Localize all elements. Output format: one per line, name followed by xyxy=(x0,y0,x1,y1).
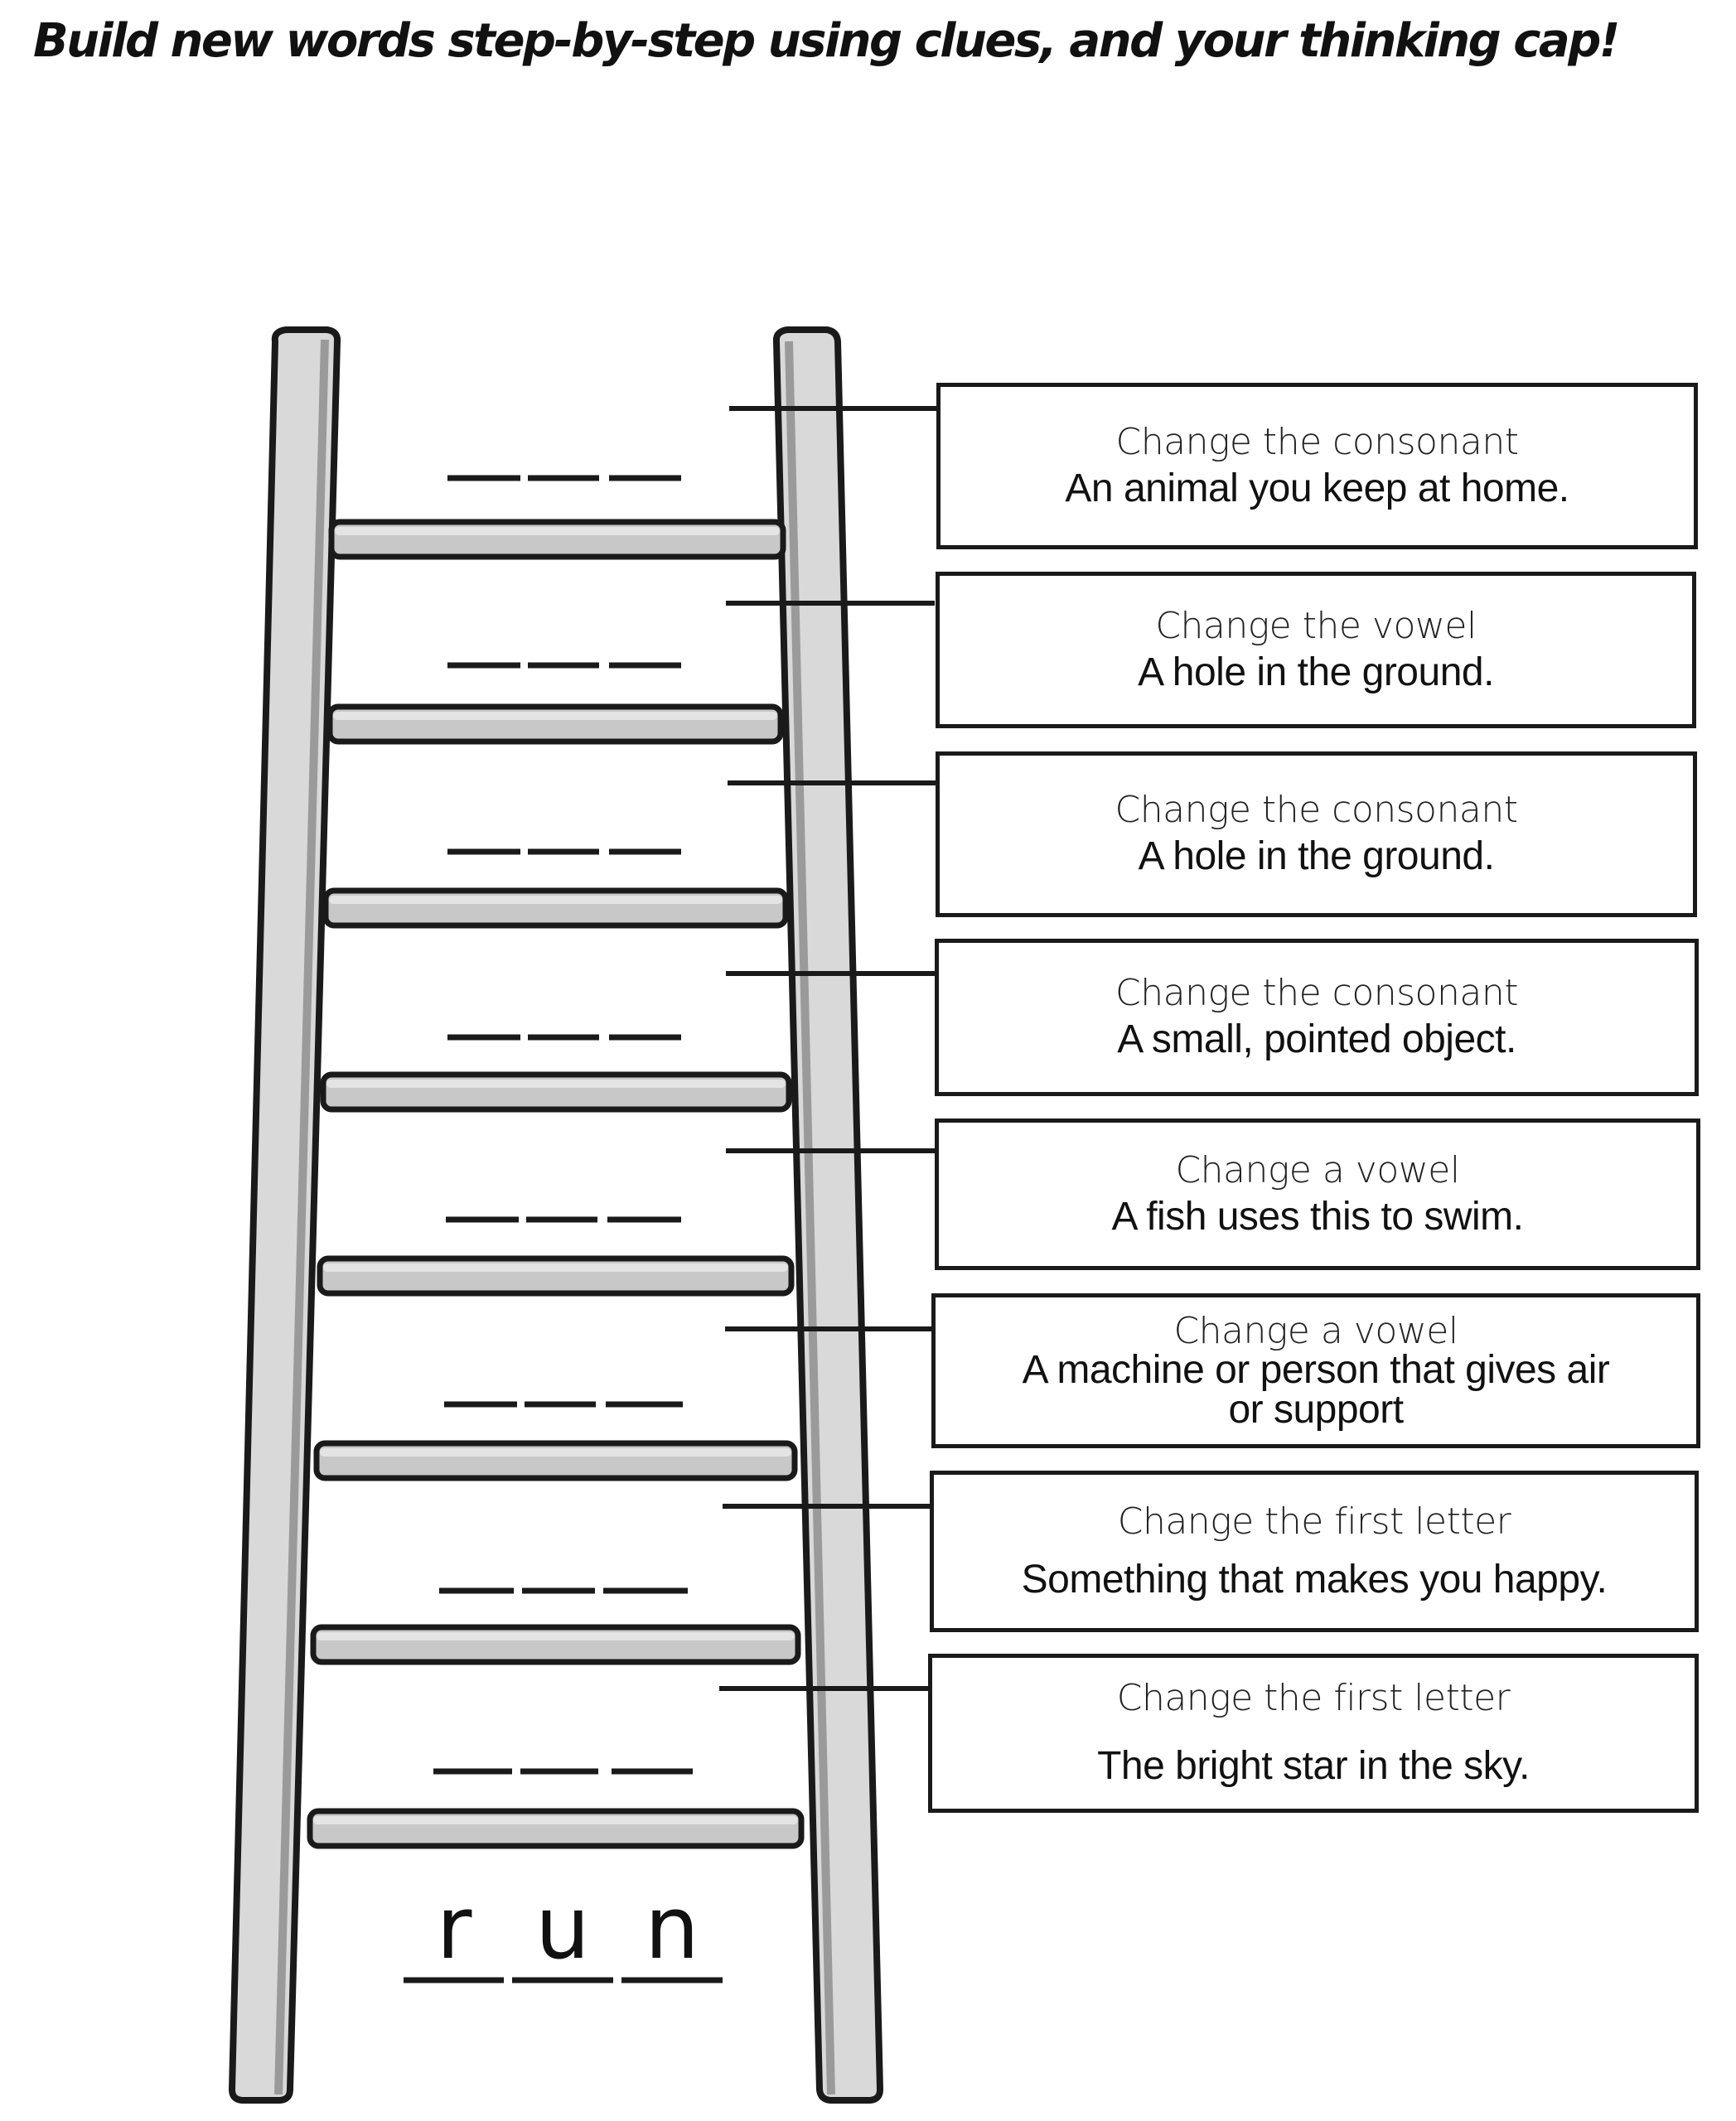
clue-box-step-8: Change the first letter The bright star … xyxy=(928,1654,1699,1813)
ladder-rung xyxy=(317,1255,795,1297)
ladder-rung xyxy=(322,887,789,929)
start-word-letter: n xyxy=(645,1877,699,1978)
clue-box-step-7: Change the first letter Something that m… xyxy=(930,1471,1699,1632)
start-word-letter: r xyxy=(436,1877,472,1978)
clue-instruction: Change the vowel xyxy=(1155,604,1477,647)
ladder-right-rail xyxy=(772,326,883,2104)
clue-instruction: Change the consonant xyxy=(1115,789,1518,831)
ladder-rung xyxy=(328,519,786,560)
clue-text: The bright star in the sky. xyxy=(1097,1744,1530,1788)
clue-instruction: Change the consonant xyxy=(1115,972,1518,1014)
clue-instruction: Change a vowel xyxy=(1173,1309,1458,1352)
clue-text: Something that makes you happy. xyxy=(1021,1557,1608,1602)
start-word-letter: u xyxy=(535,1877,590,1978)
ladder-rung xyxy=(320,1071,792,1113)
clue-text: An animal you keep at home. xyxy=(1065,466,1569,510)
clue-text: A machine or person that gives air or su… xyxy=(1022,1347,1610,1432)
clue-instruction: Change a vowel xyxy=(1175,1148,1460,1191)
clue-box-step-6: Change a vowel A machine or person that … xyxy=(931,1293,1700,1448)
ladder-left-rail xyxy=(229,326,341,2104)
clue-text: A fish uses this to swim. xyxy=(1111,1194,1524,1239)
clue-box-step-1: Change the consonant An animal you keep … xyxy=(936,383,1698,549)
ladder-rung xyxy=(310,1624,801,1665)
ladder-rung xyxy=(326,703,784,745)
clue-instruction: Change the first letter xyxy=(1116,1677,1511,1719)
clue-box-step-4: Change the consonant A small, pointed ob… xyxy=(935,939,1699,1096)
connector-lines xyxy=(719,406,936,1691)
clue-box-step-2: Change the vowel A hole in the ground. xyxy=(936,572,1696,728)
page-title: Build new words step-by-step using clues… xyxy=(33,14,1620,68)
ladder-rung xyxy=(313,1440,798,1481)
clue-text: A hole in the ground. xyxy=(1138,650,1494,694)
clue-box-step-5: Change a vowel A fish uses this to swim. xyxy=(935,1118,1700,1270)
clue-text: A hole in the ground. xyxy=(1138,834,1495,878)
clue-text: A small, pointed object. xyxy=(1117,1017,1516,1061)
ladder-rung xyxy=(307,1808,805,1849)
clue-instruction: Change the consonant xyxy=(1115,420,1519,463)
clue-instruction: Change the first letter xyxy=(1117,1500,1511,1543)
clue-box-step-3: Change the consonant A hole in the groun… xyxy=(936,751,1697,917)
